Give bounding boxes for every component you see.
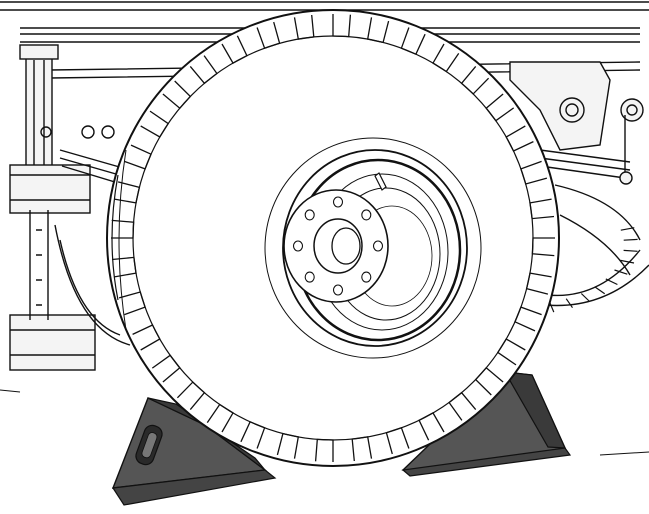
rear-tread-lug xyxy=(620,259,635,264)
tread-lug xyxy=(189,55,218,85)
left-crossmember xyxy=(9,164,91,214)
rear-tread-lug xyxy=(605,278,618,286)
tire-sidewall-edge xyxy=(111,174,119,301)
left-chock-base xyxy=(111,469,277,506)
rear-tire-left xyxy=(54,224,131,346)
lug-nut xyxy=(372,240,384,252)
rear-tread-lug xyxy=(623,238,638,241)
tread-lug xyxy=(400,27,426,56)
tread-lug xyxy=(124,144,152,170)
tread-lug xyxy=(256,21,281,50)
tread-lug xyxy=(114,181,141,204)
tread-lug xyxy=(111,256,137,278)
left-post xyxy=(25,54,53,176)
left-spring-hanger xyxy=(29,210,49,320)
tread-lug xyxy=(293,14,315,40)
lug-nut xyxy=(332,284,344,296)
tread-lug xyxy=(474,366,504,396)
tread-lug xyxy=(418,412,445,441)
tread-lug xyxy=(529,198,555,220)
rear-tire-treads xyxy=(549,227,638,313)
tread-lug xyxy=(276,432,300,459)
tread-lug xyxy=(520,160,548,185)
valve-stem xyxy=(374,172,387,191)
right-chock-base xyxy=(401,447,572,477)
tread-lug xyxy=(485,93,515,122)
tread-lug xyxy=(496,338,526,366)
right-leaf-spring xyxy=(539,149,631,179)
main-wheel xyxy=(106,9,560,467)
tread-lug xyxy=(132,324,161,351)
tread-lug xyxy=(240,420,266,449)
rear-tread-lug xyxy=(620,227,635,231)
tread-lug xyxy=(332,14,352,38)
lug-nut xyxy=(304,209,315,221)
rear-tread-lug xyxy=(623,249,638,252)
tread-lug xyxy=(176,381,206,411)
sidewall-ring xyxy=(264,137,482,359)
frame-rail-top xyxy=(0,1,649,11)
tread-lug xyxy=(525,272,552,295)
rear-tread-lug xyxy=(614,269,628,275)
tread-lug xyxy=(221,35,248,64)
tread-lug xyxy=(432,43,460,73)
tread-lug xyxy=(460,65,490,95)
lug-nut xyxy=(304,271,315,283)
tread-lug xyxy=(385,426,410,455)
tread-lug xyxy=(514,306,542,332)
tread-lug xyxy=(111,219,135,239)
tread-lug xyxy=(162,80,192,110)
lug-nut xyxy=(332,196,344,208)
tread-lug xyxy=(118,291,146,316)
tire-tread-lugs xyxy=(111,14,555,462)
hub-cap-inner xyxy=(331,227,361,265)
tread-lug xyxy=(314,438,334,462)
lug-nuts xyxy=(292,196,384,296)
left-chock xyxy=(111,397,277,506)
lug-nut xyxy=(361,271,372,283)
ground-line xyxy=(0,389,649,456)
tread-lug xyxy=(140,110,170,138)
rear-tire-right xyxy=(547,184,641,297)
lug-nut xyxy=(292,240,304,252)
rear-tread-lug xyxy=(594,286,606,295)
tread-lug xyxy=(531,237,555,257)
tread-lug xyxy=(206,403,234,433)
tread-lug xyxy=(366,17,390,44)
tread-lug xyxy=(505,125,534,152)
left-chock-face xyxy=(147,397,266,471)
tread-lug xyxy=(151,354,181,383)
tread-lug xyxy=(351,436,373,462)
vehicle-chassis xyxy=(0,1,649,371)
rear-tread-lug xyxy=(580,293,591,302)
rear-tread-lug xyxy=(565,298,573,309)
right-hanger-bolt xyxy=(559,97,585,123)
right-chock xyxy=(401,371,572,477)
lug-nut xyxy=(361,209,372,221)
rear-tread-lug xyxy=(549,302,555,313)
left-bracket xyxy=(9,314,96,371)
tread-lug xyxy=(448,391,477,421)
